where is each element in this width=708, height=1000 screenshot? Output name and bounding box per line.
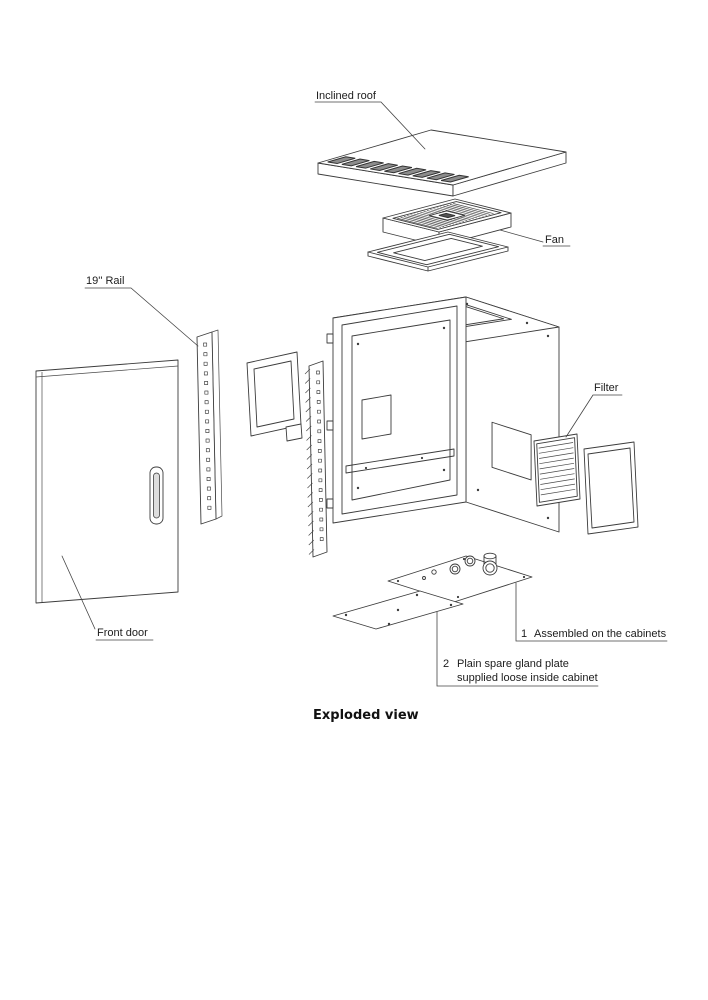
bracket-inner bbox=[253, 360, 295, 428]
mounting-bracket bbox=[246, 351, 303, 442]
panel-screw-dot bbox=[442, 326, 446, 330]
note2-text-line1: Plain spare gland plate bbox=[457, 658, 569, 670]
rail-leader-line bbox=[84, 287, 199, 347]
panel-screw-dot bbox=[356, 342, 360, 346]
door-callout: Front door bbox=[61, 555, 154, 641]
cabinet-front-opening bbox=[341, 305, 458, 515]
filter-callout: Filter bbox=[565, 382, 623, 438]
rail-label: 19'' Rail bbox=[86, 275, 124, 287]
cabinet-body bbox=[327, 297, 559, 532]
filter-grille bbox=[534, 434, 580, 506]
rail-front-hatching bbox=[304, 368, 315, 555]
drawing-title: Exploded view bbox=[313, 708, 419, 723]
note1-number: 1 bbox=[521, 628, 527, 640]
plate1-hole bbox=[422, 576, 426, 580]
filter-label: Filter bbox=[594, 382, 619, 394]
rail-left-body bbox=[196, 331, 217, 525]
door-fold-lines bbox=[35, 365, 179, 602]
cabinet-side-cutout bbox=[492, 422, 531, 480]
bracket-tab bbox=[285, 423, 303, 442]
rail-left bbox=[196, 329, 223, 525]
note2-text-line2: supplied loose inside cabinet bbox=[457, 672, 598, 684]
note-2: 2 Plain spare gland plate supplied loose… bbox=[436, 611, 599, 687]
note2-leader-line bbox=[436, 611, 599, 687]
note-1: 1 Assembled on the cabinets bbox=[515, 582, 668, 642]
gland-plate-assembled bbox=[387, 552, 533, 603]
filter-cover bbox=[583, 441, 639, 535]
fan-callout: Fan bbox=[499, 229, 571, 247]
roof-label: Inclined roof bbox=[316, 90, 377, 102]
gland-plate-spare bbox=[332, 590, 464, 630]
inclined-roof bbox=[318, 130, 566, 196]
roof-callout: Inclined roof bbox=[314, 90, 426, 150]
hinge-tabs bbox=[326, 333, 334, 509]
rail-left-flange bbox=[211, 329, 223, 520]
filter-leader-line bbox=[565, 394, 623, 438]
door-panel bbox=[35, 359, 179, 604]
roof-top-face bbox=[318, 130, 566, 185]
plate1-hole bbox=[431, 569, 437, 575]
cabinet-back-panel bbox=[351, 319, 451, 501]
note2-number: 2 bbox=[443, 658, 449, 670]
rail-callout: 19'' Rail bbox=[84, 275, 199, 347]
panel-screw-dot bbox=[442, 468, 446, 472]
door-leader-line bbox=[61, 555, 154, 641]
rail-front-holes bbox=[316, 370, 324, 541]
side-screw-dot bbox=[546, 516, 550, 520]
roof-louvers bbox=[328, 157, 469, 182]
gasket-thickness bbox=[367, 246, 509, 272]
fan-top-face bbox=[383, 199, 511, 232]
fan-label: Fan bbox=[545, 234, 564, 246]
panel-screw-dot bbox=[356, 486, 360, 490]
interior-cross-rail bbox=[345, 448, 455, 474]
side-screw-dot bbox=[546, 334, 550, 338]
fan-unit bbox=[383, 199, 511, 262]
rail-front bbox=[304, 360, 328, 558]
back-panel-cutout bbox=[361, 394, 392, 440]
top-screw-dot bbox=[525, 321, 529, 325]
fan-gasket bbox=[368, 232, 508, 271]
filter-slats bbox=[539, 443, 576, 495]
door-label: Front door bbox=[97, 627, 148, 639]
cable-gland-large bbox=[482, 552, 498, 576]
note1-text: Assembled on the cabinets bbox=[534, 628, 667, 640]
fan-leader-line bbox=[499, 229, 571, 247]
fan-motor-hub bbox=[439, 213, 455, 217]
rail-left-holes bbox=[203, 342, 212, 510]
cable-gland-small bbox=[449, 555, 476, 575]
front-door bbox=[35, 359, 179, 604]
door-handle bbox=[149, 466, 164, 525]
note1-leader-line bbox=[515, 582, 668, 642]
roof-leader-line bbox=[314, 101, 426, 150]
side-screw-dot bbox=[476, 488, 480, 492]
